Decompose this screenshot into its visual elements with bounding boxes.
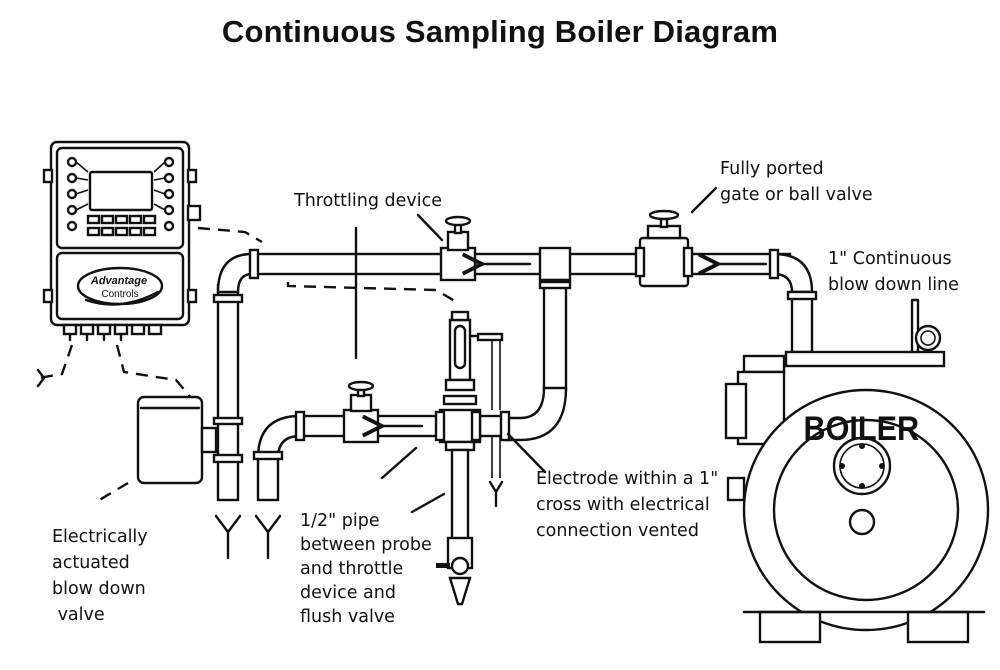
controller-keypad [86,214,157,237]
label-electrode-line3: connection vented [536,521,699,541]
label-blowdown-line2: blow down line [828,275,959,295]
main-pipe [212,246,818,502]
throttling-device [439,215,477,282]
label-pipe-line5: flush valve [300,607,395,627]
label-actuated-line1: Electrically [52,527,148,547]
leader-lines [354,186,718,514]
lower-throttle-valve [342,380,380,444]
controller-cable-glands [62,323,163,342]
label-electrode-line1: Electrode within a 1" [536,469,719,489]
label-valve-line1: Fully ported [720,159,824,179]
label-actuated-line2: actuated [52,553,130,573]
gate-ball-valve [634,209,694,288]
flow-arrows [382,264,768,426]
controller-unit: Advantage Controls [42,140,202,342]
label-actuated-line4: valve [52,605,105,625]
drain-symbols [214,480,504,560]
label-pipe-line2: between probe [300,535,432,555]
controller-brand-line2: Controls [101,289,138,300]
label-valve-line2: gate or ball valve [720,185,873,205]
label-pipe-line1: 1/2" pipe [300,511,380,531]
boiler-label: BOILER [804,410,920,448]
blowdown-valve-actuator [136,395,218,485]
controller-leds [66,156,175,232]
label-electrode-line2: cross with electrical [536,495,710,515]
label-pipe-line4: device and [300,583,396,603]
diagram-title: Continuous Sampling Boiler Diagram [221,14,779,49]
label-pipe-line3: and throttle [300,559,404,579]
electrode-cross [434,310,482,606]
label-actuated-line3: blow down [52,579,146,599]
controller-brand-line1: Advantage [90,275,147,287]
controller-display [88,170,154,212]
label-blowdown-line1: 1" Continuous [828,249,952,269]
label-throttling-device: Throttling device [294,191,442,211]
boiler: BOILER [724,298,990,644]
